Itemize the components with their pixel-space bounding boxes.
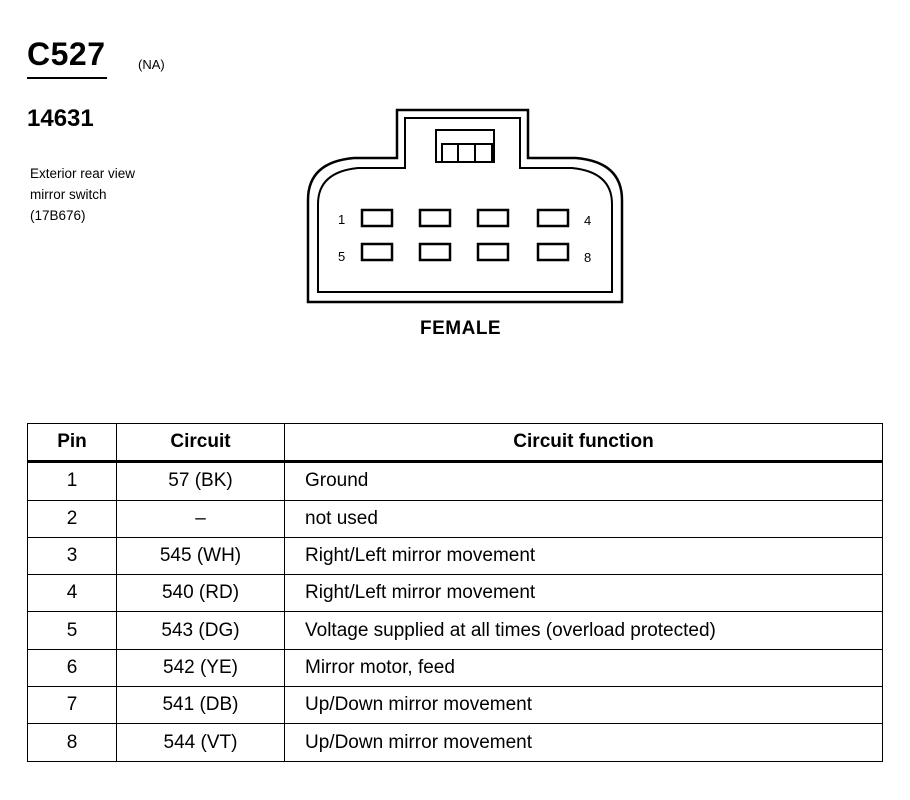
terminal-cavity [476,208,510,228]
circuit-cell: 545 (WH) [116,536,285,576]
table-row: 4 540 (RD) Right/Left mirror movement [27,574,883,613]
terminal-cavity [536,242,570,262]
function-cell: Up/Down mirror movement [284,686,883,725]
connector-region: (NA) [138,57,165,72]
terminal-cavity [476,242,510,262]
pin-function-table: Pin Circuit Circuit function 1 57 (BK) G… [27,422,883,762]
pin-cell: 3 [27,536,117,576]
connector-housing-outer [306,108,624,304]
function-cell: not used [284,499,883,538]
connector-face-diagram: 1 4 5 8 [306,108,624,304]
connector-id: C527 [27,36,106,72]
column-header-pin: Pin [27,422,117,464]
pin-cell: 8 [27,723,117,762]
function-cell: Right/Left mirror movement [284,574,883,613]
terminal-cavity [360,242,394,262]
function-cell: Up/Down mirror movement [284,723,883,762]
terminal-cavity [418,242,452,262]
pin-cell: 5 [27,611,117,650]
terminal-cavity [536,208,570,228]
description-line: (17B676) [30,208,86,223]
column-header-function: Circuit function [284,422,883,464]
terminal-row-top [360,208,570,228]
pin-label-5: 5 [338,249,345,264]
function-cell: Ground [284,461,883,501]
table-row: 5 543 (DG) Voltage supplied at all times… [27,611,883,650]
table-header-row: Pin Circuit Circuit function [27,422,883,464]
part-number: 14631 [27,105,94,132]
circuit-cell: 540 (RD) [116,574,285,613]
function-cell: Voltage supplied at all times (overload … [284,611,883,650]
pin-cell: 6 [27,648,117,688]
terminal-cavity [360,208,394,228]
circuit-cell: – [116,499,285,538]
pin-label-1: 1 [338,212,345,227]
pin-cell: 7 [27,686,117,725]
circuit-cell: 542 (YE) [116,648,285,688]
table-row: 3 545 (WH) Right/Left mirror movement [27,536,883,576]
function-cell: Mirror motor, feed [284,648,883,688]
circuit-cell: 57 (BK) [116,461,285,501]
table-row: 1 57 (BK) Ground [27,461,883,501]
pin-cell: 4 [27,574,117,613]
circuit-cell: 543 (DG) [116,611,285,650]
column-header-circuit: Circuit [116,422,285,464]
table-row: 7 541 (DB) Up/Down mirror movement [27,686,883,725]
locking-latch [435,129,495,163]
pin-cell: 1 [27,461,117,501]
pin-label-4: 4 [584,213,591,228]
circuit-cell: 544 (VT) [116,723,285,762]
pin-label-8: 8 [584,250,591,265]
pin-cell: 2 [27,499,117,538]
terminal-cavity [418,208,452,228]
connector-housing-inner [317,117,613,293]
description-line: mirror switch [30,187,107,202]
connector-description: Exterior rear view mirror switch (17B676… [30,163,135,226]
circuit-cell: 541 (DB) [116,686,285,725]
function-cell: Right/Left mirror movement [284,536,883,576]
terminal-row-bottom [360,242,570,262]
table-row: 6 542 (YE) Mirror motor, feed [27,648,883,688]
title-underline [27,77,107,79]
connector-gender-label: FEMALE [420,318,502,339]
table-row: 8 544 (VT) Up/Down mirror movement [27,723,883,762]
description-line: Exterior rear view [30,166,136,181]
table-row: 2 – not used [27,499,883,538]
